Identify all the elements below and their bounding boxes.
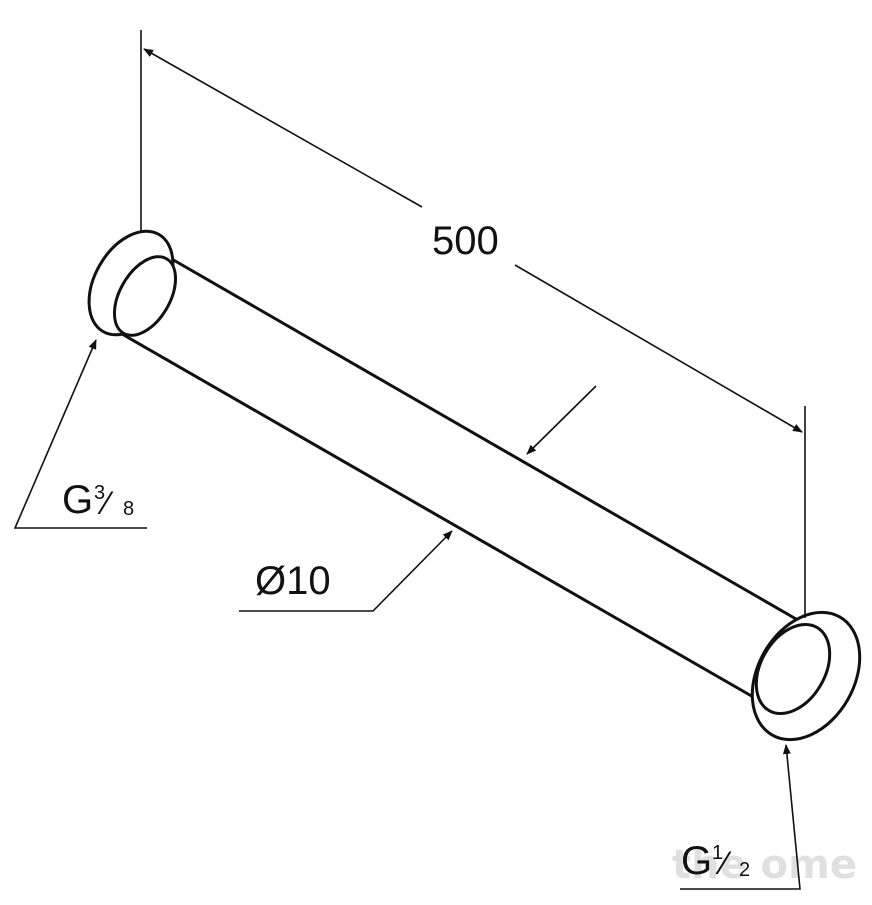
right-thread-numerator: 1 [712,842,723,864]
right-thread-denominator: 2 [739,859,750,881]
right-flange-inner [754,622,832,716]
watermark: the ome [672,842,857,888]
left-thread-prefix: G [62,478,93,522]
left-thread-label: G 3 ⁄ 8 [62,478,134,522]
right-thread-leader-line [680,744,801,890]
pipe-upper-edge [169,256,804,625]
dimension-line-segment-right [514,264,803,433]
dimension-line-segment-left [143,48,423,208]
pipe-lower-edge [121,332,756,700]
left-thread-leader-line [13,339,147,529]
pipe-body [121,256,804,700]
length-dimension [140,30,806,618]
left-thread-leader [13,339,147,529]
right-thread-prefix: G [681,839,712,883]
right-flange [750,610,862,742]
diameter-label: Ø10 [255,559,331,603]
left-thread-denominator: 8 [123,498,134,520]
diameter-leader-top [526,385,597,455]
diameter-leader-bottom [239,530,453,612]
length-label: 500 [432,219,499,263]
left-thread-numerator: 3 [94,482,105,504]
left-flange [87,229,178,337]
diameter-leader [239,385,597,612]
left-flange-inner [112,255,178,337]
right-thread-leader [680,744,801,890]
